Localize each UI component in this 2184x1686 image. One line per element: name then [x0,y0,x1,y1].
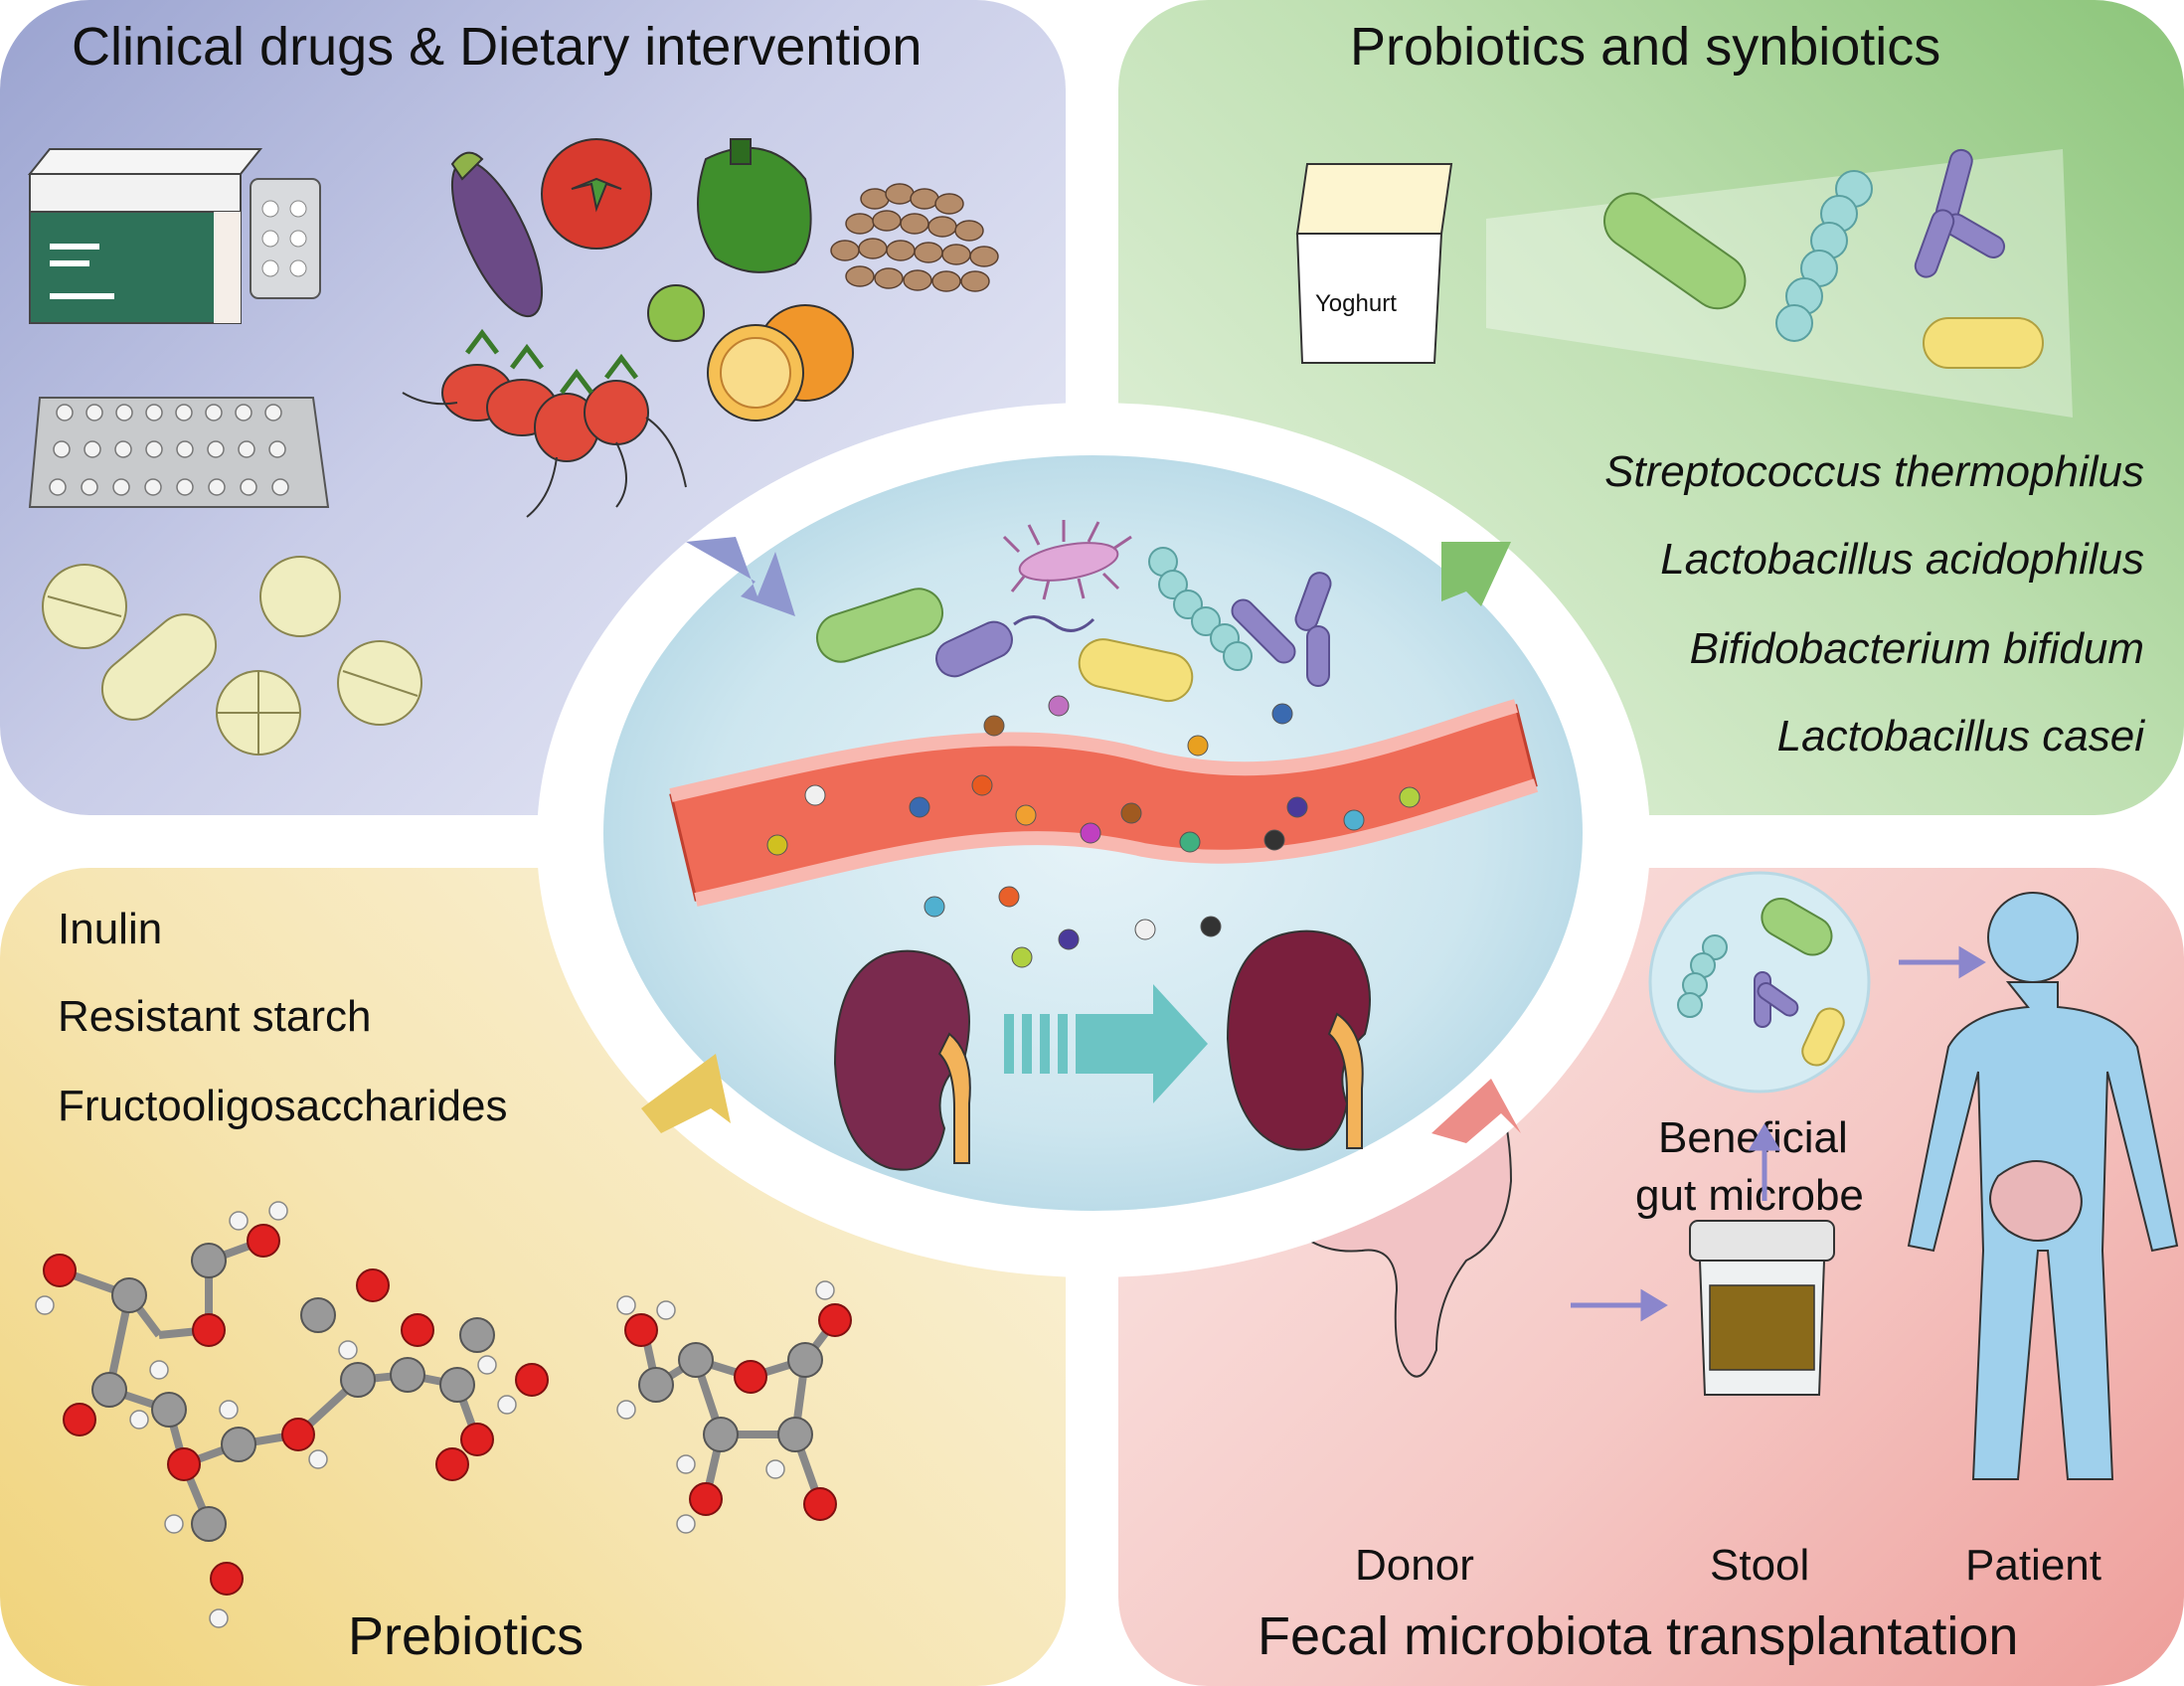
panel-title-fmt: Fecal microbiota transplantation [1258,1606,2019,1666]
beans-icon [830,183,999,292]
microbe-bubble-icon [1648,871,1871,1094]
panel-title-clinical-drugs: Clinical drugs & Dietary intervention [72,17,923,77]
strain-4: Lactobacillus casei [1776,712,2144,760]
center-bacteria-yellow-icon [1078,638,1194,703]
bacteria-yellow-icon [1923,317,2044,369]
arrow-from-drugs-icon [686,537,795,616]
strain-3: Bifidobacterium bifidum [1689,624,2144,673]
radishes-icon [402,328,687,518]
center-chain-bacteria-icon [1148,547,1253,671]
blister-tray-icon [28,397,330,508]
donor-label: Donor [1355,1541,1474,1590]
prebiotic-item-resistant-starch: Resistant starch [58,992,372,1041]
blister-card-icon [250,178,321,299]
strain-2: Lactobacillus acidophilus [1660,535,2144,584]
arrow-from-fmt-icon [1431,1079,1521,1143]
molecule-models [35,1201,852,1628]
stool-label: Stool [1710,1541,1810,1590]
lime-icon [647,284,705,342]
tomato-icon [541,138,652,250]
bacteria-chain-icon [1775,170,1873,342]
recovery-arrow-icon [1004,984,1208,1103]
probiotics-illustrations [1295,148,2073,418]
prebiotic-item-inulin: Inulin [58,905,163,953]
beneficial-label-line1: Beneficial [1658,1113,1848,1162]
center-spiky-bacteria-icon [1002,520,1132,600]
pepper-icon [697,138,812,273]
patient-label: Patient [1965,1541,2101,1590]
center-y-bacteria-icon [1231,572,1332,687]
beneficial-label-line2: gut microbe [1635,1171,1864,1220]
blood-vessel-icon [669,699,1539,907]
arrow-from-prebiotics-icon [641,1054,731,1133]
stool-jar-icon [1689,1220,1835,1396]
patient-body-icon [1907,892,2179,1480]
metabolite-dots-icon [766,695,1421,968]
prebiotic-item-fos: Fructooligosaccharides [58,1082,508,1130]
strain-1: Streptococcus thermophilus [1604,447,2144,496]
eggplant-icon [450,151,544,318]
pill-box-icon [27,148,263,324]
center-bacteria-rod-icon [816,588,943,663]
drugs-food-illustrations [27,138,999,756]
healthy-kidney-icon [1226,929,1371,1151]
tablets-icon [42,556,422,756]
bifido-y-icon [1914,148,2006,278]
yoghurt-label: Yoghurt [1315,290,1397,317]
bacteria-rod-icon [1603,192,1747,310]
orange-icon [707,304,854,422]
yoghurt-cup-icon [1295,163,1453,364]
center-bacteria-purple-icon [935,620,1013,678]
diseased-kidney-icon [833,949,971,1171]
panel-title-probiotics: Probiotics and synbiotics [1350,17,1941,77]
arrow-from-probiotics-icon [1441,542,1511,606]
panel-title-prebiotics: Prebiotics [348,1606,585,1666]
